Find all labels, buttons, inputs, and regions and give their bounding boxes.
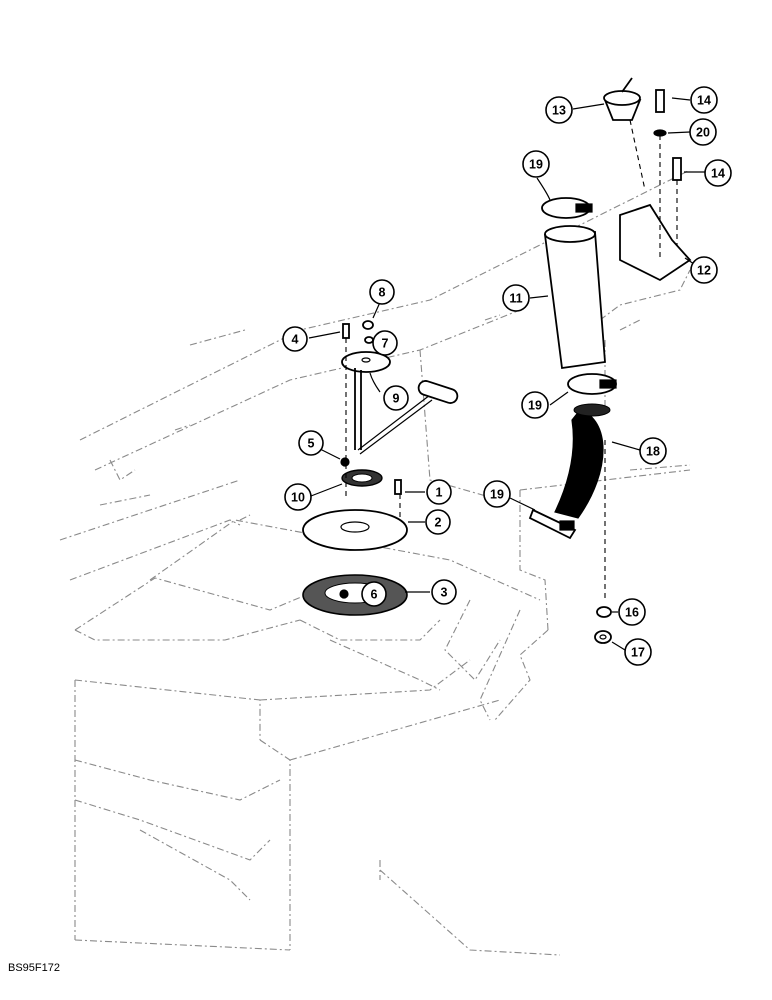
callout-18: 18 xyxy=(639,437,667,465)
callout-label: 13 xyxy=(552,104,566,118)
callout-label: 19 xyxy=(490,488,504,502)
callout-14: 14 xyxy=(704,159,732,187)
callout-label: 9 xyxy=(393,392,400,406)
callout-label: 6 xyxy=(371,588,378,602)
callout-label: 8 xyxy=(379,286,386,300)
callout-label: 14 xyxy=(711,167,725,181)
callout-11: 11 xyxy=(502,284,530,312)
callout-label: 3 xyxy=(441,586,448,600)
callout-label: 14 xyxy=(697,94,711,108)
callout-19: 19 xyxy=(521,391,549,419)
figure-reference: BS95F172 xyxy=(8,962,60,974)
callout-8: 8 xyxy=(369,279,395,305)
callout-label: 18 xyxy=(646,445,660,459)
callout-label: 16 xyxy=(625,606,639,620)
callout-3: 3 xyxy=(431,579,457,605)
callout-label: 17 xyxy=(631,646,645,660)
callout-12: 12 xyxy=(690,256,718,284)
callout-label: 19 xyxy=(529,158,543,172)
callout-6: 6 xyxy=(361,581,387,607)
callout-7: 7 xyxy=(372,330,398,356)
callout-label: 12 xyxy=(697,264,711,278)
callouts: 13 14 20 14 19 12 11 8 4 7 9 19 18 5 10 … xyxy=(282,86,732,666)
callout-13: 13 xyxy=(545,96,573,124)
fuel-sender-assembly xyxy=(302,320,459,616)
callout-20: 20 xyxy=(689,118,717,146)
callout-label: 2 xyxy=(435,516,442,530)
callout-17: 17 xyxy=(624,638,652,666)
callout-1: 1 xyxy=(426,479,452,505)
callout-label: 4 xyxy=(292,333,299,347)
callout-label: 1 xyxy=(436,486,443,500)
callout-label: 19 xyxy=(528,399,542,413)
callout-19: 19 xyxy=(522,150,550,178)
leader-lines xyxy=(308,97,705,651)
filler-neck-assembly xyxy=(528,77,692,644)
callout-label: 5 xyxy=(308,437,315,451)
callout-16: 16 xyxy=(618,598,646,626)
callout-label: 10 xyxy=(291,491,305,505)
callout-label: 7 xyxy=(382,337,389,351)
callout-4: 4 xyxy=(282,326,308,352)
callout-9: 9 xyxy=(383,385,409,411)
callout-10: 10 xyxy=(284,483,312,511)
callout-14: 14 xyxy=(690,86,718,114)
callout-label: 11 xyxy=(509,292,522,306)
callout-5: 5 xyxy=(298,430,324,456)
callout-19: 19 xyxy=(483,480,511,508)
callout-label: 20 xyxy=(696,126,710,140)
callout-2: 2 xyxy=(425,509,451,535)
